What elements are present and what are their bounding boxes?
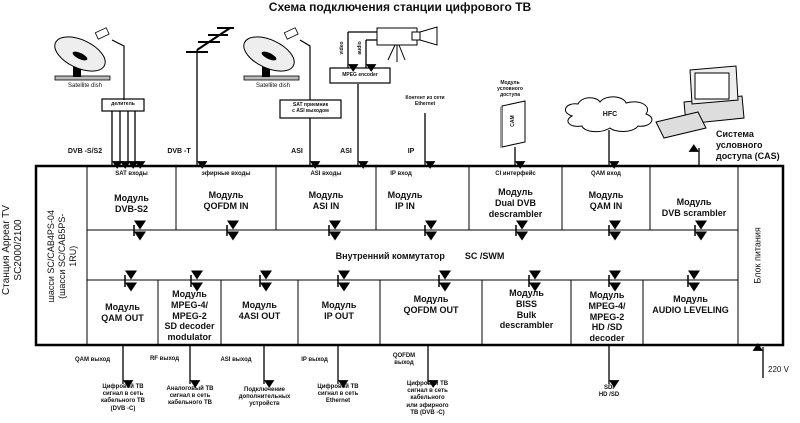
module-ip-out: Модуль IP OUT (321, 300, 357, 321)
input-label-dvb-t: DVB -T (167, 148, 191, 155)
ethernet-content-label: Контент из сети Ethernet (405, 95, 445, 107)
mpeg-encoder-label: MPEG encoder (342, 72, 378, 78)
module-name: Модуль QOFDM IN (203, 190, 249, 211)
module-name: Модуль DVB scrambler (661, 197, 727, 218)
module-biss-bulk-descrambler: Модуль BISS Bulk descrambler (499, 288, 554, 331)
satellite-dish-icon (243, 27, 300, 81)
module-port-label: IP вход (390, 171, 412, 177)
output-dest-asi: Подключение дополнительных устройств (238, 387, 291, 408)
power-block-label: Блок питания (752, 227, 763, 284)
hfc-label: HFC (602, 111, 618, 118)
dish-2-label: Satellite dish (255, 83, 291, 89)
module-name: Модуль DVB-S2 (114, 193, 149, 214)
splitter-box (101, 98, 145, 112)
audio-label: audio (357, 41, 363, 55)
module-port-label: SAT входы (115, 171, 148, 177)
splitter-label: делитель (111, 101, 135, 107)
chassis-label: шасси SC/CAB4PS-04 (шасси SC/CAB5PS-1RU) (45, 210, 78, 303)
antenna-icon (186, 27, 234, 53)
output-dest-qofdm: Цифровой ТВ сигнал в сеть кабельного или… (406, 381, 449, 416)
module-port-label: QAM вход (591, 171, 621, 177)
output-dest-sdi: SDI HD /SD (598, 385, 620, 399)
power-input-label: 220 V (768, 365, 789, 374)
input-label-dvb-s: DVB -S/S2 (67, 148, 103, 155)
output-port-ip: IP выход (301, 357, 328, 363)
input-label-asi-2: ASI (340, 148, 352, 155)
diagram-title: Схема подключения станции цифрового ТВ (268, 0, 532, 14)
video-camera-icon (376, 26, 438, 62)
module-name: Модуль Dual DVB descrambler (488, 187, 543, 219)
station-chassis-box (34, 164, 785, 347)
cam-label: CAM (510, 115, 516, 127)
output-port-asi: ASI выход (220, 357, 252, 363)
output-port-rf: RF выход (149, 356, 180, 362)
cas-label: Система условного доступа (CAS) (716, 129, 780, 161)
mpeg-encoder-box (329, 67, 391, 84)
module-port-label: CI интерфейс (495, 171, 536, 177)
module-4asi-out: Модуль 4ASI OUT (238, 300, 281, 321)
output-dest-ip: Цифровой ТВ сигнал в сеть Ethernet (317, 384, 359, 405)
hfc-cloud-icon (564, 96, 653, 133)
cam-card-icon (500, 100, 526, 148)
module-name: Модуль IP IN (387, 190, 423, 211)
module-qam-out: Модуль QAM OUT (101, 302, 144, 323)
output-dest-qam: Цифровой ТВ сигнал в сеть кабельного ТВ … (101, 384, 145, 412)
module-audio-leveling: Модуль AUDIO LEVELING (652, 294, 729, 315)
output-port-qam: QAM выход (74, 357, 111, 363)
internal-switch-label: Внутренний коммутатор SC /SWM (335, 251, 505, 261)
station-label: Станция Appear TV SC2000/2100 (1, 205, 24, 295)
input-label-asi-1: ASI (291, 148, 303, 155)
video-label: video (339, 41, 345, 55)
module-hd-sd-decoder: Модуль MPEG-4/ MPEG-2 HD /SD decoder (588, 290, 626, 344)
module-qofdm-out: Модуль QOFDM OUT (403, 294, 459, 315)
module-name: Модуль QAM IN (588, 190, 624, 211)
output-dest-rf: Аналоговый ТВ сигнал в сеть кабельного Т… (166, 386, 214, 407)
computer-icon (655, 65, 745, 139)
satellite-dish-icon (54, 27, 111, 81)
dish-1-label: Satellite dish (67, 83, 103, 89)
input-label-ip: IP (407, 148, 415, 155)
sat-receiver-box (279, 99, 342, 119)
module-name: Модуль ASI IN (308, 190, 344, 211)
cam-module-label: Модуль условного доступа (497, 80, 523, 98)
module-port-label: ASI входы (310, 171, 342, 177)
module-sd-decoder-modulator: Модуль MPEG-4/ MPEG-2 SD decoder modulat… (164, 289, 215, 343)
sat-receiver-label: SAT приемник с ASI выходом (292, 102, 329, 114)
output-port-qofdm: QOFDM выход (392, 353, 416, 367)
module-port-label: эфирные входы (201, 171, 251, 177)
